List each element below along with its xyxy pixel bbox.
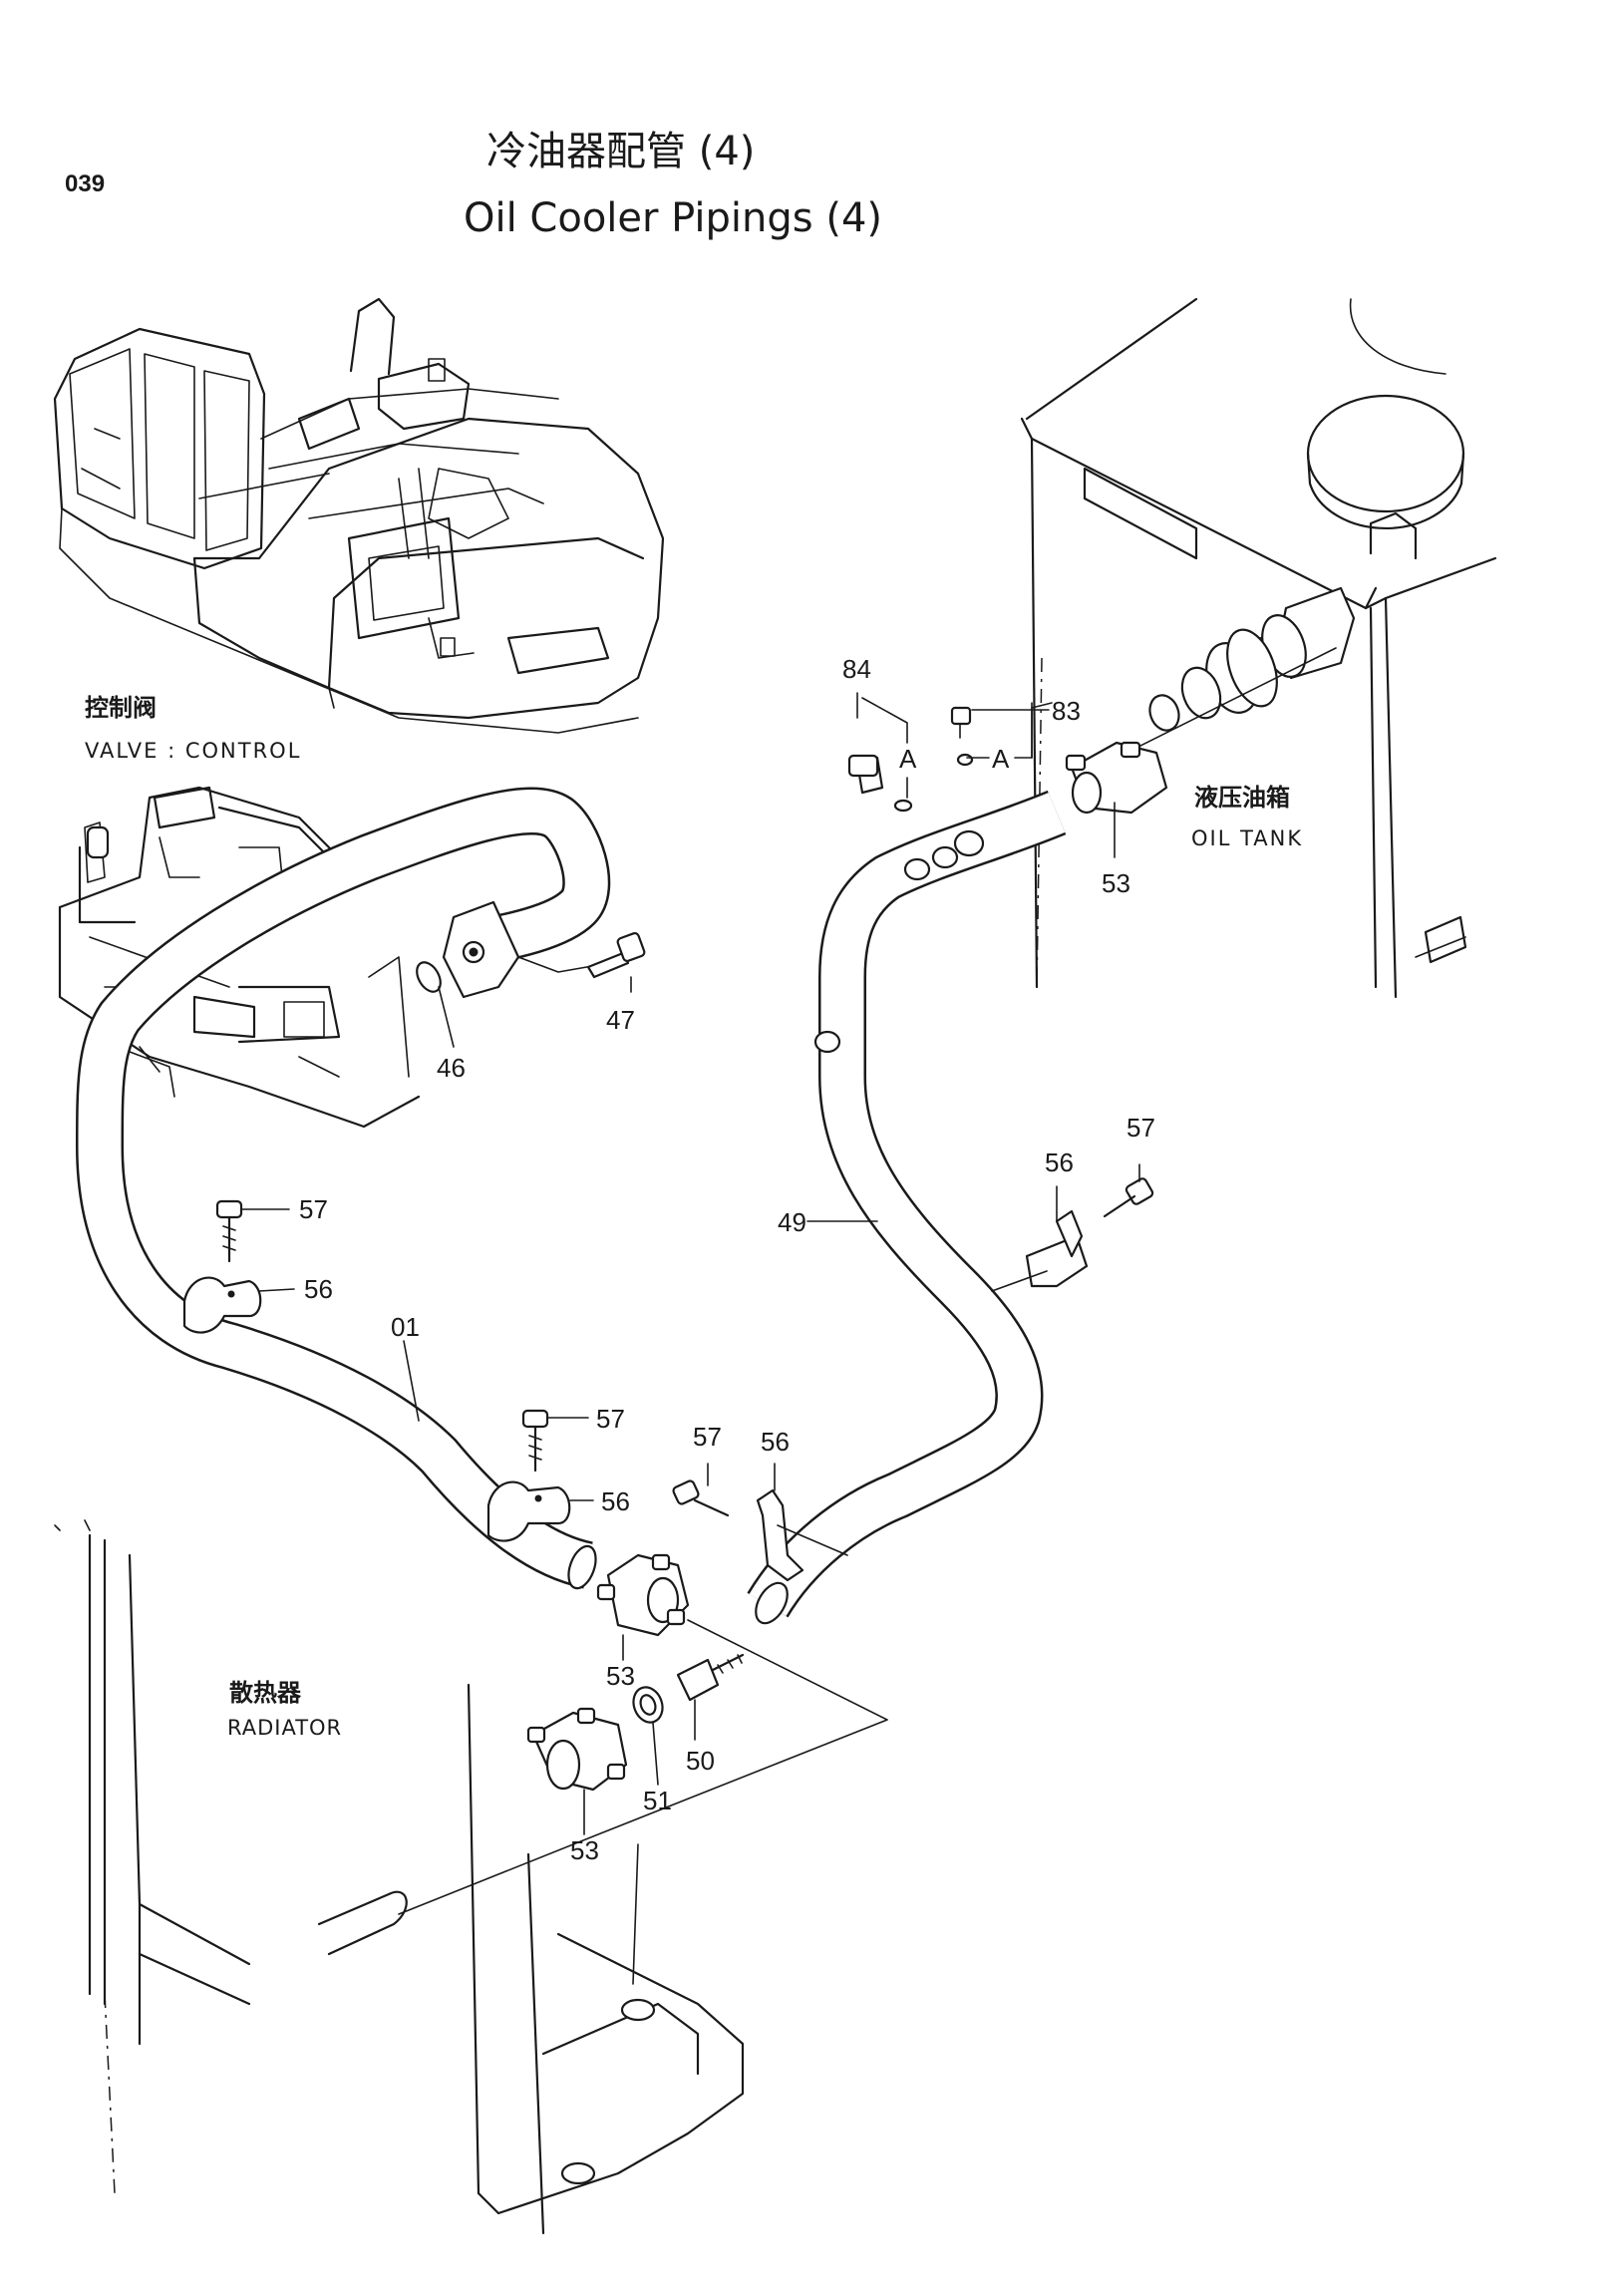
page-number: 039 xyxy=(65,170,105,197)
radiator-label-english: RADIATOR xyxy=(227,1716,342,1740)
valve-control-label-chinese: 控制阀 xyxy=(85,694,157,722)
oil-tank-label-chinese: 液压油箱 xyxy=(1194,784,1290,812)
svg-text:A: A xyxy=(992,744,1010,774)
clamp-56-mid xyxy=(486,1480,571,1542)
detail-marker-a-right: A xyxy=(966,702,1053,774)
bolt-47 xyxy=(586,931,646,979)
page-title-english: Oil Cooler Pipings (4) xyxy=(464,195,882,241)
callout-56-center: 56 xyxy=(761,1427,790,1457)
plug-84 xyxy=(847,754,913,813)
radiator-connection-line xyxy=(398,1619,888,1915)
callout-49: 49 xyxy=(778,1207,806,1237)
callout-53-radiator: 53 xyxy=(570,1835,599,1865)
callout-57-right: 57 xyxy=(1126,1113,1155,1143)
fitting-50 xyxy=(676,1653,745,1702)
callout-56-left: 56 xyxy=(304,1274,333,1304)
pipe-49-oil-tank-to-radiator xyxy=(747,790,1067,1625)
oil-tank-illustration xyxy=(1020,297,1497,999)
callout-46: 46 xyxy=(437,1053,466,1083)
bolt-57-left xyxy=(215,1199,243,1263)
radiator-connection-line-2 xyxy=(632,1843,639,1985)
o-ring-46 xyxy=(416,961,442,993)
clamp-56-center xyxy=(756,1488,804,1582)
bolt-57-mid xyxy=(521,1409,549,1473)
radiator-illustration xyxy=(54,1519,745,2235)
control-valve-flange xyxy=(442,900,599,999)
callout-53-mid: 53 xyxy=(606,1661,635,1691)
callout-56-right: 56 xyxy=(1045,1148,1074,1177)
callout-53-tank: 53 xyxy=(1102,868,1130,898)
callout-51: 51 xyxy=(643,1786,672,1815)
callout-57-center: 57 xyxy=(693,1422,722,1452)
bolt-57-right xyxy=(1103,1177,1154,1218)
callout-50: 50 xyxy=(686,1746,715,1776)
callout-01: 01 xyxy=(391,1312,420,1342)
callout-47: 47 xyxy=(606,1005,635,1035)
bolt-83 xyxy=(950,706,974,767)
valve-control-label-english: VALVE : CONTROL xyxy=(85,739,301,763)
clamp-56-right xyxy=(991,1209,1089,1292)
radiator-label-chinese: 散热器 xyxy=(229,1679,302,1707)
pipe-01-control-valve-to-radiator xyxy=(76,787,611,1590)
page-title-chinese: 冷油器配管 (4) xyxy=(486,129,755,174)
clamp-56-left xyxy=(182,1276,262,1334)
detail-marker-a-left: A xyxy=(861,697,917,799)
callout-84: 84 xyxy=(842,654,871,684)
leader-lines xyxy=(240,692,1140,1835)
bolt-57-center xyxy=(672,1479,730,1517)
callout-83: 83 xyxy=(1052,696,1081,726)
callout-57-left: 57 xyxy=(299,1194,328,1224)
clamp-53-mid xyxy=(596,1553,690,1637)
callout-56-mid: 56 xyxy=(601,1486,630,1516)
tank-outlet-fittings xyxy=(1076,586,1356,779)
clamp-53-tank xyxy=(1065,741,1168,815)
svg-text:A: A xyxy=(899,744,917,774)
callout-57-mid: 57 xyxy=(596,1404,625,1434)
washer-51 xyxy=(632,1686,664,1724)
excavator-overview-illustration xyxy=(53,297,665,734)
clamp-53-radiator xyxy=(526,1707,628,1792)
control-valve-illustration xyxy=(58,786,421,1129)
clamp-connection-line xyxy=(777,1524,848,1556)
callout-numbers: 84 83 53 47 46 57 56 01 49 56 57 57 56 5… xyxy=(299,654,1155,1865)
oil-tank-label-english: OIL TANK xyxy=(1191,826,1303,850)
